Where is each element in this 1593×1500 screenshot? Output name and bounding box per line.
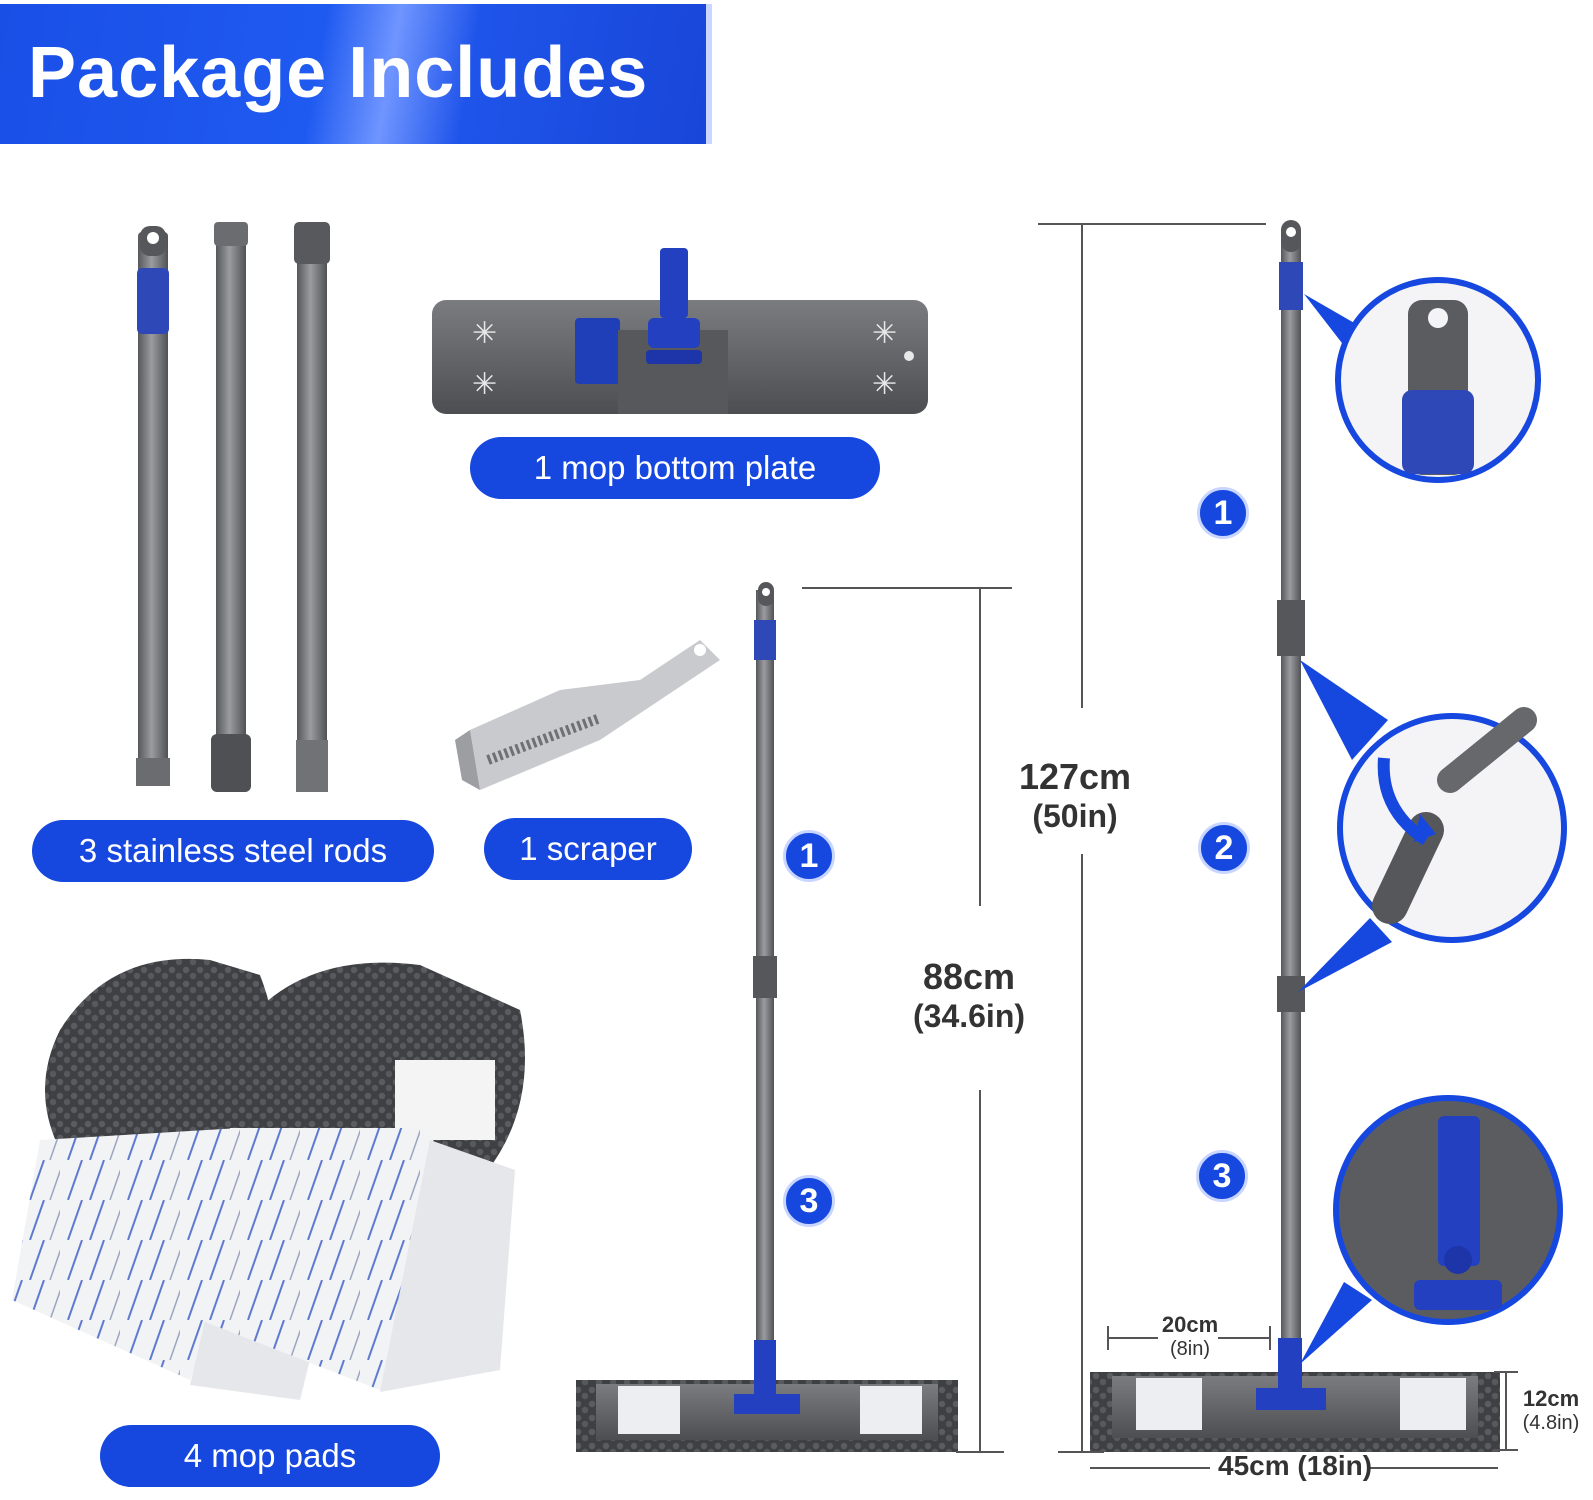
label-scraper: 1 scraper xyxy=(484,818,692,880)
plate-inner-dimension: 20cm (8in) xyxy=(1150,1312,1230,1361)
short-dimension-lines xyxy=(802,587,1012,1453)
step-number: 1 xyxy=(783,830,835,882)
short-mop-image xyxy=(576,582,958,1452)
label-pads: 4 mop pads xyxy=(100,1425,440,1487)
scraper-image xyxy=(455,640,720,790)
step-number: 1 xyxy=(1197,487,1249,539)
pads-image xyxy=(12,958,525,1400)
plate-depth-dimension: 12cm (4.8in) xyxy=(1512,1386,1590,1435)
plate-image: ✳ ✳ ✳ ✳ xyxy=(432,248,928,414)
svg-text:✳: ✳ xyxy=(472,367,497,402)
page-title: Package Includes xyxy=(28,33,649,113)
long-height-dimension: 127cm (50in) xyxy=(1010,756,1140,835)
callout-joint xyxy=(1298,660,1567,992)
plate-depth-in: (4.8in) xyxy=(1522,1412,1580,1434)
long-height-in: (50in) xyxy=(1032,798,1118,834)
short-height-in: (34.6in) xyxy=(912,998,1026,1034)
step-number: 3 xyxy=(1196,1150,1248,1202)
label-plate: 1 mop bottom plate xyxy=(470,437,880,499)
short-height-dimension: 88cm (34.6in) xyxy=(900,956,1038,1035)
plate-inner-cm: 20cm xyxy=(1161,1312,1219,1337)
label-rods: 3 stainless steel rods xyxy=(32,820,434,882)
callout-handle xyxy=(1304,277,1541,483)
svg-text:✳: ✳ xyxy=(472,316,497,351)
header-banner: Package Includes xyxy=(0,4,712,144)
plate-inner-in: (8in) xyxy=(1169,1338,1210,1360)
long-height-cm: 127cm xyxy=(1018,756,1132,797)
svg-text:✳: ✳ xyxy=(872,367,897,402)
step-number: 2 xyxy=(1198,822,1250,874)
long-dimension-lines xyxy=(1038,223,1518,1469)
plate-depth-cm: 12cm xyxy=(1522,1386,1580,1411)
rods-image xyxy=(136,222,330,792)
step-number: 3 xyxy=(783,1175,835,1227)
plate-width-dimension: 45cm (18in) xyxy=(1218,1450,1373,1481)
callout-base xyxy=(1300,1095,1563,1364)
short-height-cm: 88cm xyxy=(922,956,1016,997)
svg-text:✳: ✳ xyxy=(872,316,897,351)
long-mop-image xyxy=(1090,220,1500,1452)
